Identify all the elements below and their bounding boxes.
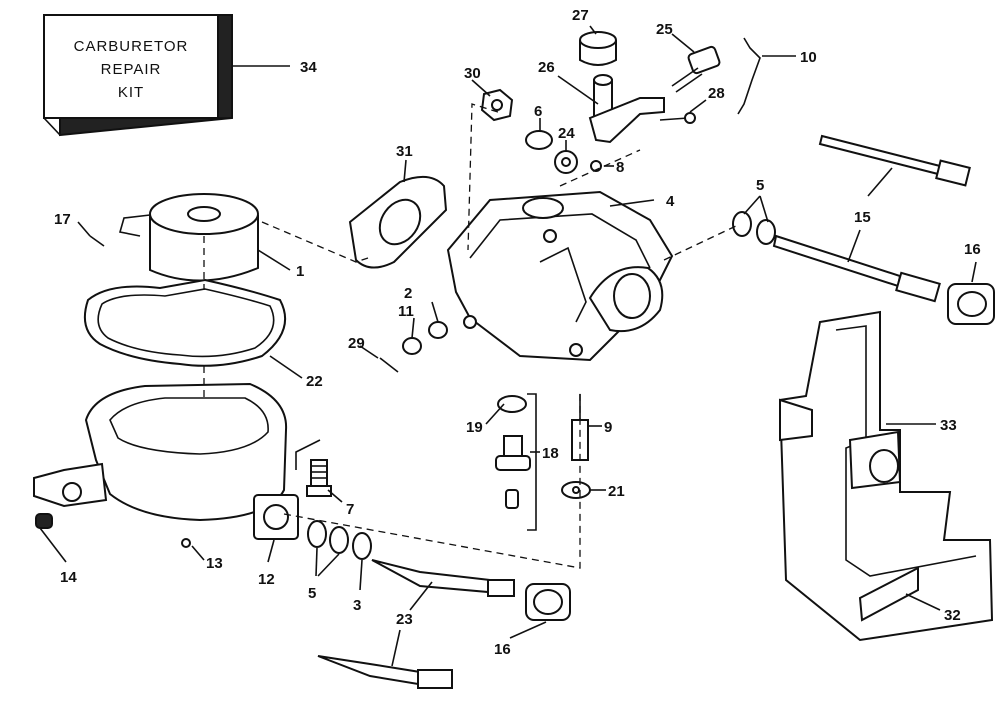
callout-33: 33 [940,417,957,434]
washer-3 [352,532,372,560]
callout-18: 18 [542,445,559,462]
needle-23-upper [371,559,515,597]
kit-box-line-3: KIT [118,84,144,101]
callout-12: 12 [258,571,275,588]
callout-27: 27 [572,7,589,24]
bracket-33 [778,310,994,642]
pin-29 [379,357,399,373]
callout-17: 17 [54,211,71,228]
callout-21: 21 [608,483,625,500]
callout-4: 4 [666,193,675,210]
callout-30: 30 [464,65,481,82]
callout-11: 11 [398,303,414,320]
callout-3: 3 [353,597,361,614]
callout-14: 14 [60,569,77,586]
washer-2 [428,321,448,339]
cap-27 [579,31,617,66]
washer-19 [497,395,527,413]
ball-13 [181,538,191,548]
float-bowl [33,382,299,540]
callout-25: 25 [656,21,673,38]
carburetor-body [446,190,674,362]
callout-9: 9 [604,419,612,436]
callout-1: 1 [296,263,304,280]
callout-23a: 23 [396,611,413,628]
pad-32 [858,566,919,622]
callout-13: 13 [206,555,223,572]
callout-26: 26 [538,59,555,76]
repair-kit-box: CARBURETOR REPAIR KIT [43,14,233,137]
shaft-26 [588,74,665,144]
callout-numbers: 34 1 17 22 14 13 12 7 5 3 23 16 31 11 2 … [54,7,981,658]
callout-28: 28 [708,85,725,102]
callout-2: 2 [404,285,412,302]
float-bowl-gasket [84,278,287,367]
callout-16a: 16 [494,641,511,658]
callout-6: 6 [534,103,542,120]
float [118,193,259,282]
plug-16-lower [525,583,571,621]
callout-15: 15 [854,209,871,226]
callout-19: 19 [466,419,483,436]
screw-28 [659,117,689,121]
kit-box-line-2: REPAIR [101,61,162,78]
screw-7 [306,459,332,497]
pin-17 [89,235,105,247]
leader-lines [39,25,977,667]
jet-18 [495,435,531,509]
needle-23-lower [317,655,453,689]
callout-7: 7 [346,501,354,518]
callout-24: 24 [558,125,575,142]
callout-22: 22 [306,373,323,390]
callout-5b: 5 [756,177,764,194]
screw-25 [671,45,721,93]
washer-5c [732,211,752,237]
needle-valve-9 [571,394,589,461]
callout-34: 34 [300,59,317,76]
washer-5d [756,219,776,245]
kit-box-line-1: CARBURETOR [74,38,189,55]
washer-5b [329,526,349,554]
callout-32: 32 [944,607,961,624]
callout-5a: 5 [308,585,316,602]
plug-16-right [947,283,995,325]
washer-11 [402,337,422,355]
callout-29: 29 [348,335,365,352]
callout-31: 31 [396,143,413,160]
callout-10: 10 [800,49,817,66]
needle-15-lower [772,234,941,303]
disc-6 [525,130,553,150]
needle-15-upper [818,134,971,187]
link-10 [737,37,761,115]
washer-5a [307,520,327,548]
callout-16b: 16 [964,241,981,258]
plug-14 [35,513,53,529]
callout-8: 8 [616,159,624,176]
